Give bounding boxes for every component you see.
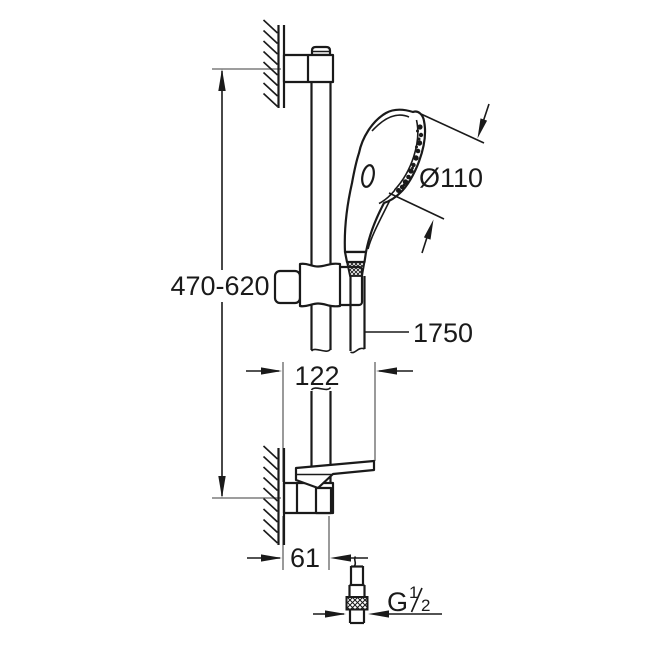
rail-break-mark — [310, 386, 332, 391]
wall-hatch-bottom — [262, 445, 286, 545]
handle-inlet-cone — [343, 250, 368, 264]
dimension-rail-height: 470-620 — [170, 69, 270, 498]
head-diameter-label: Ø110 — [419, 163, 483, 193]
spray-face-nozzles — [396, 124, 424, 193]
handle-inner-line — [367, 199, 391, 250]
shower-rail-upper — [310, 82, 332, 352]
offset-122-label: 122 — [294, 361, 339, 391]
head-rim-line — [371, 114, 410, 132]
shower-head-and-handle — [343, 108, 427, 254]
thread-denominator-label: 2 — [421, 596, 430, 615]
rail-break-mark — [310, 348, 332, 352]
handle-button — [361, 164, 375, 188]
dimension-head-diameter: Ø110 — [388, 103, 490, 254]
mounting-bracket-top — [282, 45, 335, 84]
knurled-nut — [345, 596, 369, 611]
dimension-hose-length: 1750 — [365, 318, 473, 348]
offset-61-label: 61 — [290, 543, 320, 573]
hose-length-label: 1750 — [413, 318, 473, 348]
head-bottom-rim — [378, 189, 396, 205]
holder-body — [298, 262, 342, 308]
dimension-thread: G 1 2 — [313, 583, 442, 618]
hose-nut — [345, 261, 366, 277]
thread-numerator-label: 1 — [409, 583, 418, 602]
spray-face-inner-edge — [393, 119, 419, 191]
bottom-bracket — [282, 459, 376, 515]
dimension-offset-61: 61 — [247, 543, 368, 573]
rail-height-label: 470-620 — [170, 271, 269, 301]
thread-letter-label: G — [387, 587, 408, 617]
hose-break-mark — [350, 347, 365, 354]
shower-hose — [349, 276, 366, 354]
holder-knob — [273, 269, 302, 305]
hose-connector — [345, 556, 369, 625]
dimension-offset-122: 122 — [246, 361, 413, 391]
rail-socket — [314, 486, 333, 515]
wall-hatch-top — [262, 19, 286, 108]
hand-shower — [343, 108, 427, 277]
